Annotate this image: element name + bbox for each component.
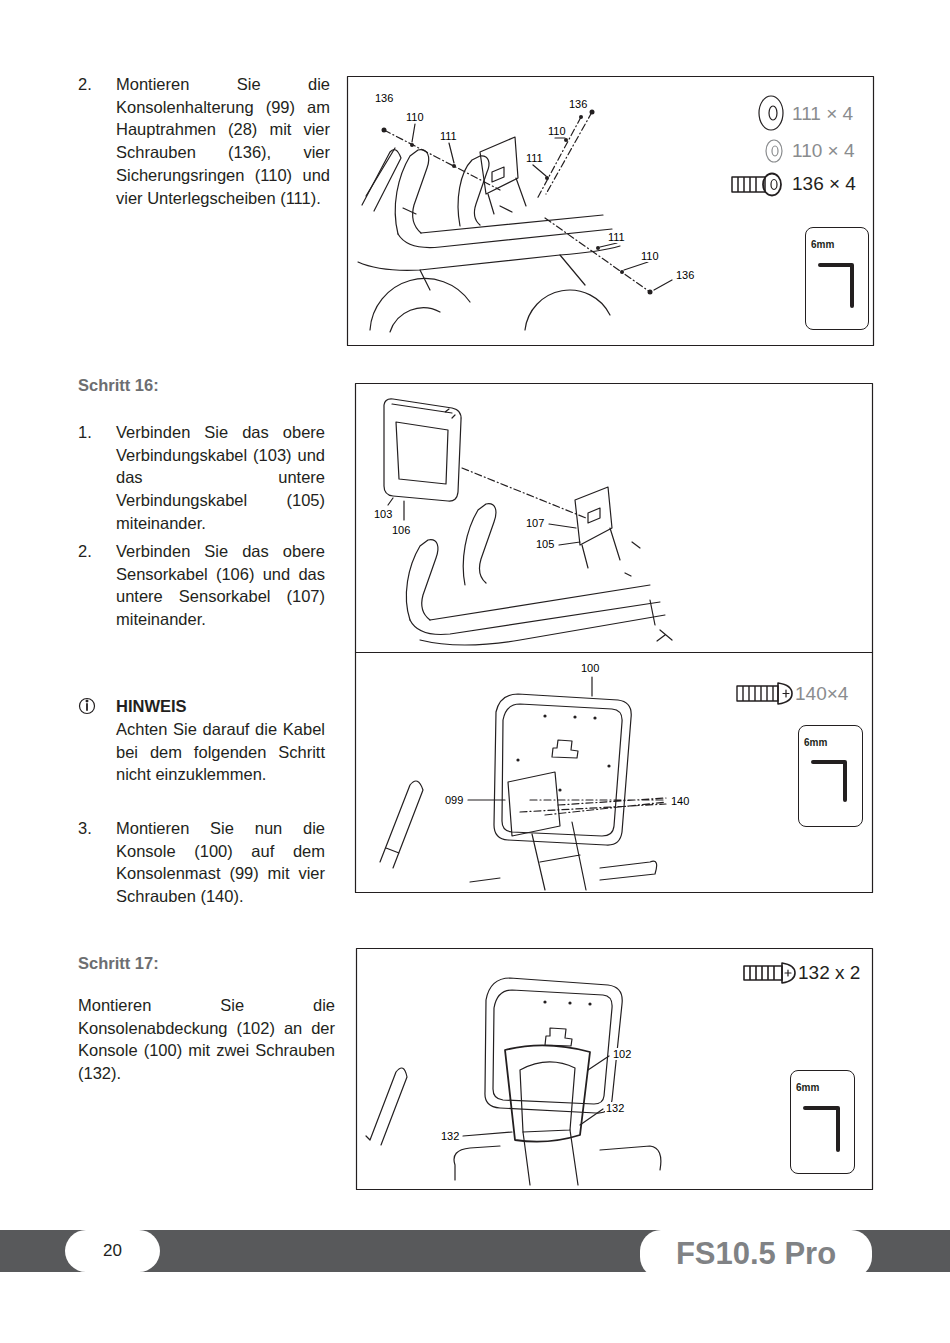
callout-number: 132 — [440, 1130, 460, 1142]
step-number: 2. — [78, 73, 92, 96]
note-text: Achten Sie darauf die Kabel bei dem folg… — [116, 718, 325, 786]
instruction-text: Montieren Sie nun die Konsole (100) auf … — [116, 817, 325, 908]
tool-box: 6mm — [805, 227, 869, 330]
callout-number: 111 — [607, 231, 626, 243]
tool-size: 6mm — [796, 1082, 819, 1093]
callout-number: 107 — [525, 517, 545, 529]
tool-box: 6mm — [790, 1070, 855, 1174]
model-name: FS10.5 Pro — [640, 1230, 872, 1278]
callout-number: 099 — [444, 794, 464, 806]
step-number: 3. — [78, 817, 92, 840]
callout-number: 105 — [535, 538, 555, 550]
figure-frame — [356, 384, 873, 653]
callout-number: 132 — [605, 1102, 625, 1114]
part-quantity: 111 × 4 — [792, 103, 853, 125]
frame-drawing — [358, 110, 672, 333]
step-number: 2. — [78, 540, 92, 563]
callout-number: 106 — [391, 524, 411, 536]
instruction-text: Montieren Sie die Konsolenhalterung (99)… — [116, 73, 330, 209]
tool-size: 6mm — [811, 239, 834, 250]
instruction-text: Verbinden Sie das obere Sensorkabel (106… — [116, 540, 325, 631]
callout-number: 110 — [405, 111, 425, 123]
callout-number: 110 — [547, 125, 567, 137]
page-number: 20 — [65, 1230, 160, 1272]
figure-frame — [357, 949, 873, 1190]
callout-number: 102 — [612, 1048, 632, 1060]
instruction-text: Montieren Sie die Konsolenabdeckung (102… — [78, 994, 335, 1085]
callout-number: 103 — [373, 508, 393, 520]
part-quantity: 132 x 2 — [798, 962, 860, 984]
step-heading: Schritt 16: — [78, 374, 159, 397]
callout-number: 111 — [439, 130, 458, 142]
part-quantity: 136 × 4 — [792, 173, 856, 195]
instruction-text: Verbinden Sie das obere Verbindungskabel… — [116, 421, 325, 535]
console-cover-drawing — [366, 978, 661, 1185]
callout-number: 136 — [568, 98, 588, 110]
part-quantity: 140×4 — [795, 683, 848, 705]
callout-number: 136 — [675, 269, 695, 281]
callout-number: 136 — [374, 92, 394, 104]
console-drawing — [384, 399, 672, 645]
parts-icons — [744, 963, 838, 1150]
footer-text: 20 — [103, 1241, 122, 1261]
part-quantity: 110 × 4 — [792, 140, 855, 162]
footer-bar — [0, 1230, 950, 1272]
tool-box: 6mm — [798, 725, 863, 827]
callout-number: 111 — [525, 152, 544, 164]
note-heading: HINWEIS — [116, 695, 187, 718]
footer-text: FS10.5 Pro — [676, 1236, 836, 1272]
figure-frame — [348, 77, 874, 346]
callout-number: 100 — [580, 662, 600, 674]
figure-frame — [356, 653, 873, 893]
parts-icons — [732, 96, 852, 306]
callout-number: 110 — [640, 250, 660, 262]
step-heading: Schritt 17: — [78, 952, 159, 975]
info-icon — [80, 699, 95, 714]
step-number: 1. — [78, 421, 92, 444]
tool-size: 6mm — [804, 737, 827, 748]
console-back-drawing — [380, 677, 666, 890]
callout-number: 140 — [670, 795, 690, 807]
